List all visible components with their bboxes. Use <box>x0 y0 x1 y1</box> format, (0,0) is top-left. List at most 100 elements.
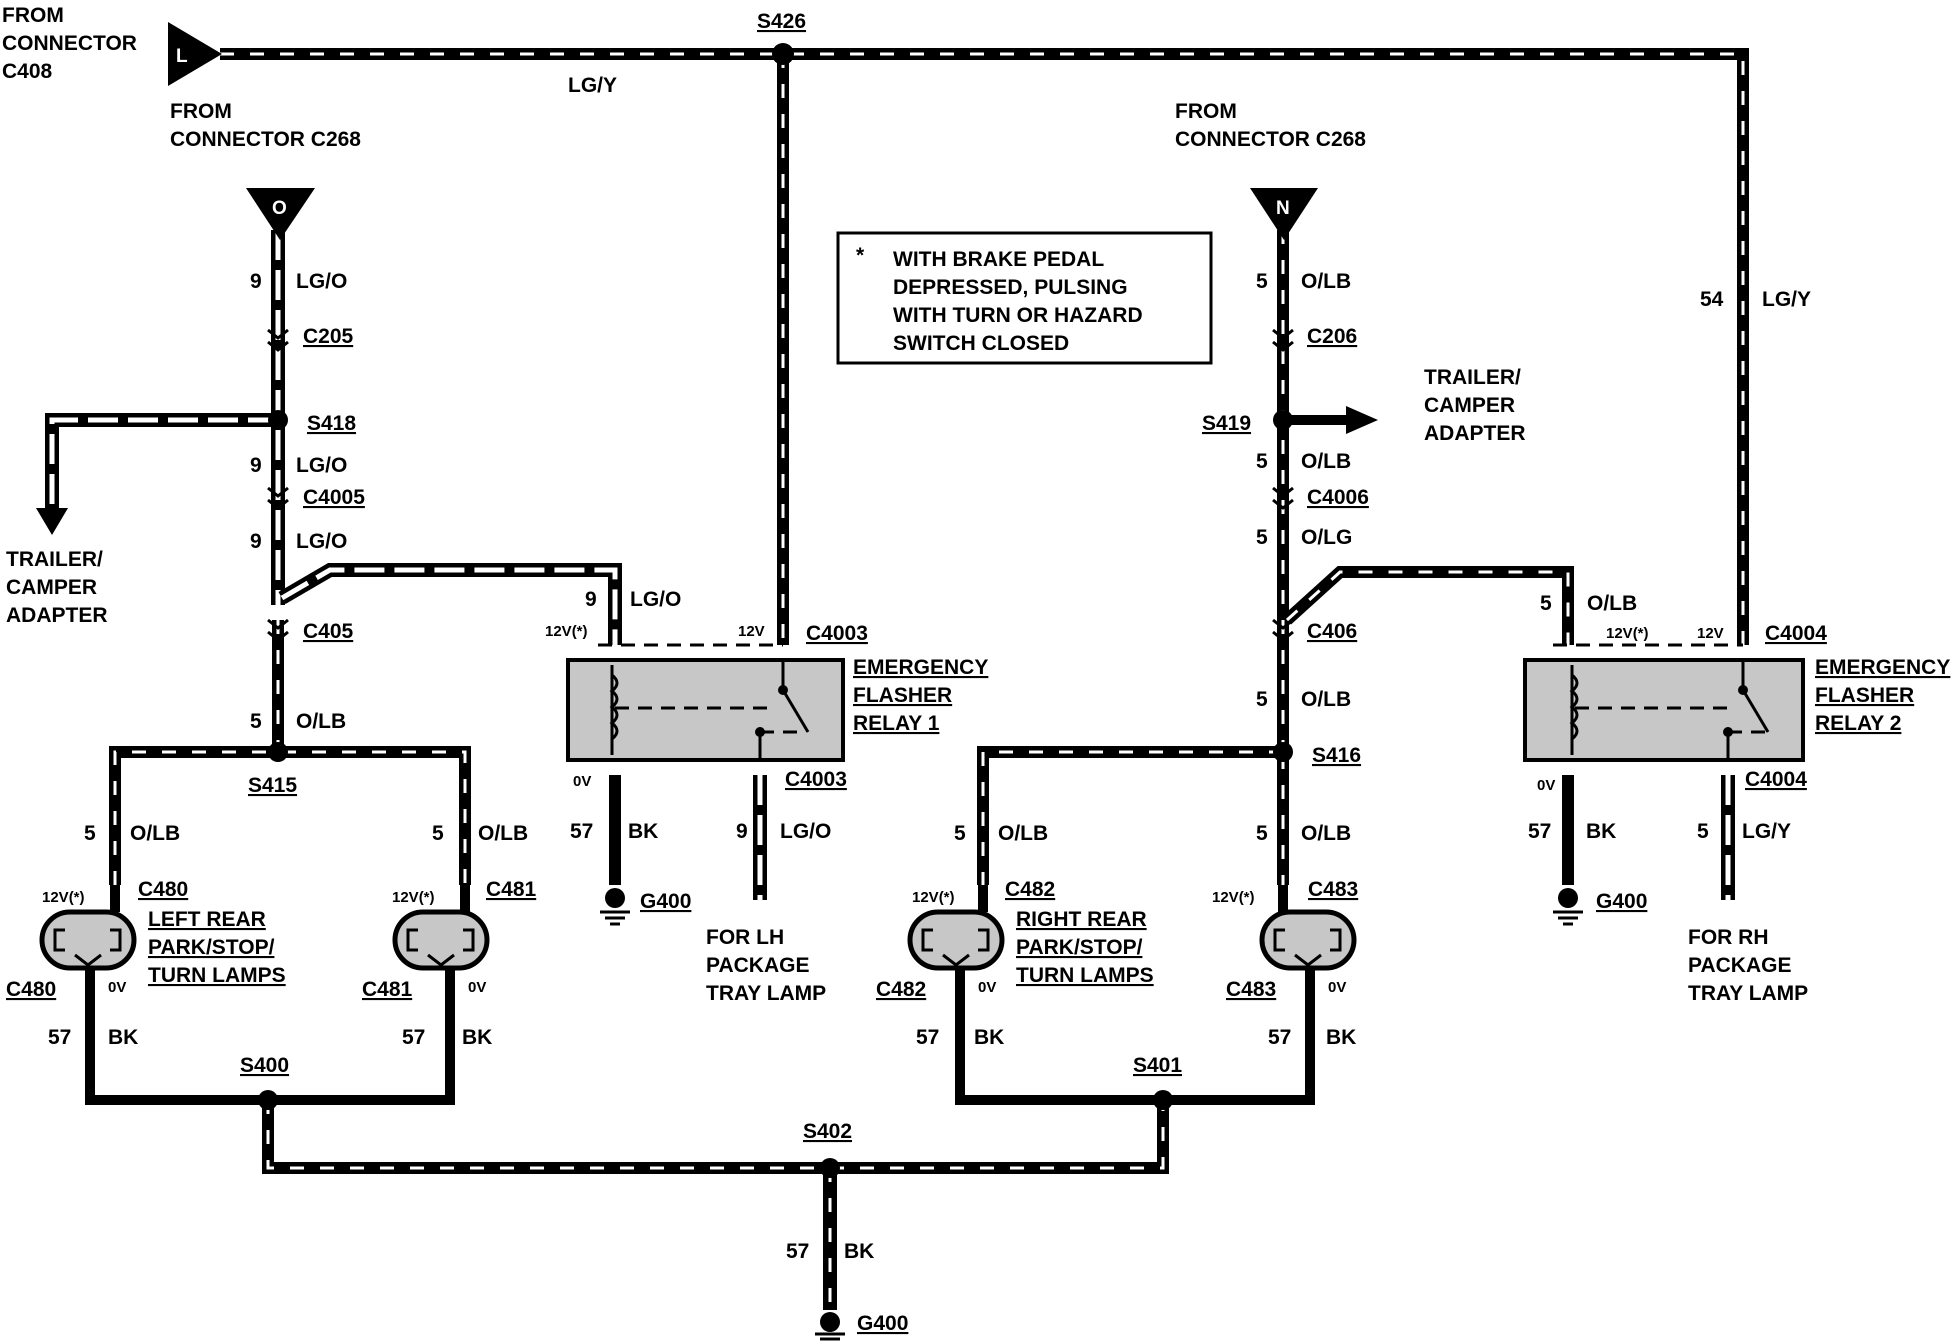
wires <box>45 48 1749 1310</box>
label-c483-top: C483 <box>1308 878 1358 901</box>
label-right-w2-col: O/LB <box>1301 450 1351 473</box>
label-s402: S402 <box>803 1120 852 1143</box>
label-right-trailer-0: TRAILER/ <box>1424 366 1521 389</box>
arrow-trailer-left-icon <box>36 508 68 535</box>
label-relay1-in-num: 9 <box>585 588 597 611</box>
label-relay2-out-num: 5 <box>1697 820 1709 843</box>
label-relay2-pkg-0: FOR RH <box>1688 926 1769 949</box>
label-left-v12-481: 12V(*) <box>392 889 435 906</box>
label-c4004-top: C4004 <box>1765 622 1827 645</box>
label-c480-top: C480 <box>138 878 188 901</box>
label-s416: S416 <box>1312 744 1361 767</box>
label-right-v12-482: 12V(*) <box>912 889 955 906</box>
label-left-lamp-label-0: LEFT REAR <box>148 908 266 931</box>
label-right-w3-num: 5 <box>1256 526 1268 549</box>
from-c268-left-line2: CONNECTOR C268 <box>170 128 361 151</box>
splices <box>258 43 1293 1178</box>
label-right-w5-col: O/LB <box>998 822 1048 845</box>
label-c482-top: C482 <box>1005 878 1055 901</box>
label-right-lamp-label-1: PARK/STOP/ <box>1016 936 1143 959</box>
label-relay1-v12s: 12V(*) <box>545 623 588 640</box>
label-s401: S401 <box>1133 1054 1182 1077</box>
label-relay2-v12s: 12V(*) <box>1606 625 1649 642</box>
label-c4004-bottom: C4004 <box>1745 768 1807 791</box>
relay-2 <box>1523 643 1805 762</box>
label-relay2-v0: 0V <box>1537 777 1555 794</box>
label-left-w6-col: O/LB <box>478 822 528 845</box>
label-relay2-pkg-2: TRAY LAMP <box>1688 982 1808 1005</box>
wire-lg-y-bus <box>220 48 1749 645</box>
label-left-trailer-0: TRAILER/ <box>6 548 103 571</box>
relay2-name-line3: RELAY 2 <box>1815 712 1901 735</box>
label-right-w8-num: 57 <box>1268 1026 1291 1049</box>
wire-bk-s400 <box>85 985 455 1105</box>
label-c482-bottom: C482 <box>876 978 926 1001</box>
label-s415: S415 <box>248 774 297 797</box>
label-right-w4-num: 5 <box>1256 688 1268 711</box>
from-c408-line1: FROM <box>2 4 64 27</box>
wire-trailer-left <box>45 413 278 510</box>
label-left-w1-num: 9 <box>250 270 262 293</box>
label-left-w3-col: LG/O <box>296 530 347 553</box>
label-relay1-out-num: 9 <box>736 820 748 843</box>
label-left-w4-num: 5 <box>250 710 262 733</box>
plug-n-letter: N <box>1276 198 1290 219</box>
relay-1 <box>566 643 845 762</box>
label-left-w2-col: LG/O <box>296 454 347 477</box>
splice-s419 <box>1273 410 1293 430</box>
label-g400-bottom: G400 <box>857 1312 908 1335</box>
plug-o-letter: O <box>272 198 287 219</box>
label-left-w7-num: 57 <box>48 1026 71 1049</box>
label-left-w1-col: LG/O <box>296 270 347 293</box>
label-right-w7-col: BK <box>974 1026 1004 1049</box>
label-relay1-out-col: LG/O <box>780 820 831 843</box>
splice-s402 <box>820 1158 840 1178</box>
label-c4006: C4006 <box>1307 486 1369 509</box>
label-left-lamp-label-1: PARK/STOP/ <box>148 936 275 959</box>
label-relay2-v12: 12V <box>1697 625 1724 642</box>
label-c481-bottom: C481 <box>362 978 413 1001</box>
label-left-w4-col: O/LB <box>296 710 346 733</box>
label-right-v12-483: 12V(*) <box>1212 889 1255 906</box>
relay2-name-line2: FLASHER <box>1815 684 1914 707</box>
from-c268-left-line1: FROM <box>170 100 232 123</box>
splice-s418 <box>268 410 288 430</box>
label-c205: C205 <box>303 325 354 348</box>
wire-o-lb-c482 <box>977 746 1283 885</box>
lamp-c481-icon <box>392 909 490 971</box>
label-c406: C406 <box>1307 620 1357 643</box>
label-g400-relay2: G400 <box>1596 890 1647 913</box>
from-c268-right-line1: FROM <box>1175 100 1237 123</box>
label-left-trailer-1: CAMPER <box>6 576 97 599</box>
label-lg-y-top: LG/Y <box>568 74 617 97</box>
label-c206: C206 <box>1307 325 1357 348</box>
label-relay2-g-col: BK <box>1586 820 1616 843</box>
label-relay2-in-col: O/LB <box>1587 592 1637 615</box>
label-c4005: C4005 <box>303 486 365 509</box>
label-right-w7-num: 57 <box>916 1026 939 1049</box>
label-right-w4-col: O/LB <box>1301 688 1351 711</box>
label-right-w8-col: BK <box>1326 1026 1356 1049</box>
label-relay1-in-col: LG/O <box>630 588 681 611</box>
relay1-name-line1: EMERGENCY <box>853 656 988 679</box>
note-line1: WITH BRAKE PEDAL <box>893 248 1104 271</box>
note-box <box>836 231 1213 365</box>
label-left-w5-num: 5 <box>84 822 96 845</box>
label-relay1-v0: 0V <box>573 773 591 790</box>
label-right-w6-num: 5 <box>1256 822 1268 845</box>
label-bottom-g-col: BK <box>844 1240 874 1263</box>
label-relay2-in-num: 5 <box>1540 592 1552 615</box>
plug-o-icon <box>246 188 315 240</box>
label-left-w5-col: O/LB <box>130 822 180 845</box>
label-right-trailer-2: ADAPTER <box>1424 422 1526 445</box>
label-bottom-g-num: 57 <box>786 1240 809 1263</box>
splice-s401 <box>1153 1090 1173 1110</box>
label-right-w1-num: 5 <box>1256 270 1268 293</box>
plug-n-icon <box>1250 188 1318 240</box>
splice-s416 <box>1273 742 1293 762</box>
lamp-c483-icon <box>1259 909 1357 971</box>
wire-bk-s401 <box>955 985 1315 1105</box>
label-left-v0-481: 0V <box>468 979 486 996</box>
label-relay1-g-num: 57 <box>570 820 593 843</box>
lamp-c482-icon <box>907 909 1005 971</box>
